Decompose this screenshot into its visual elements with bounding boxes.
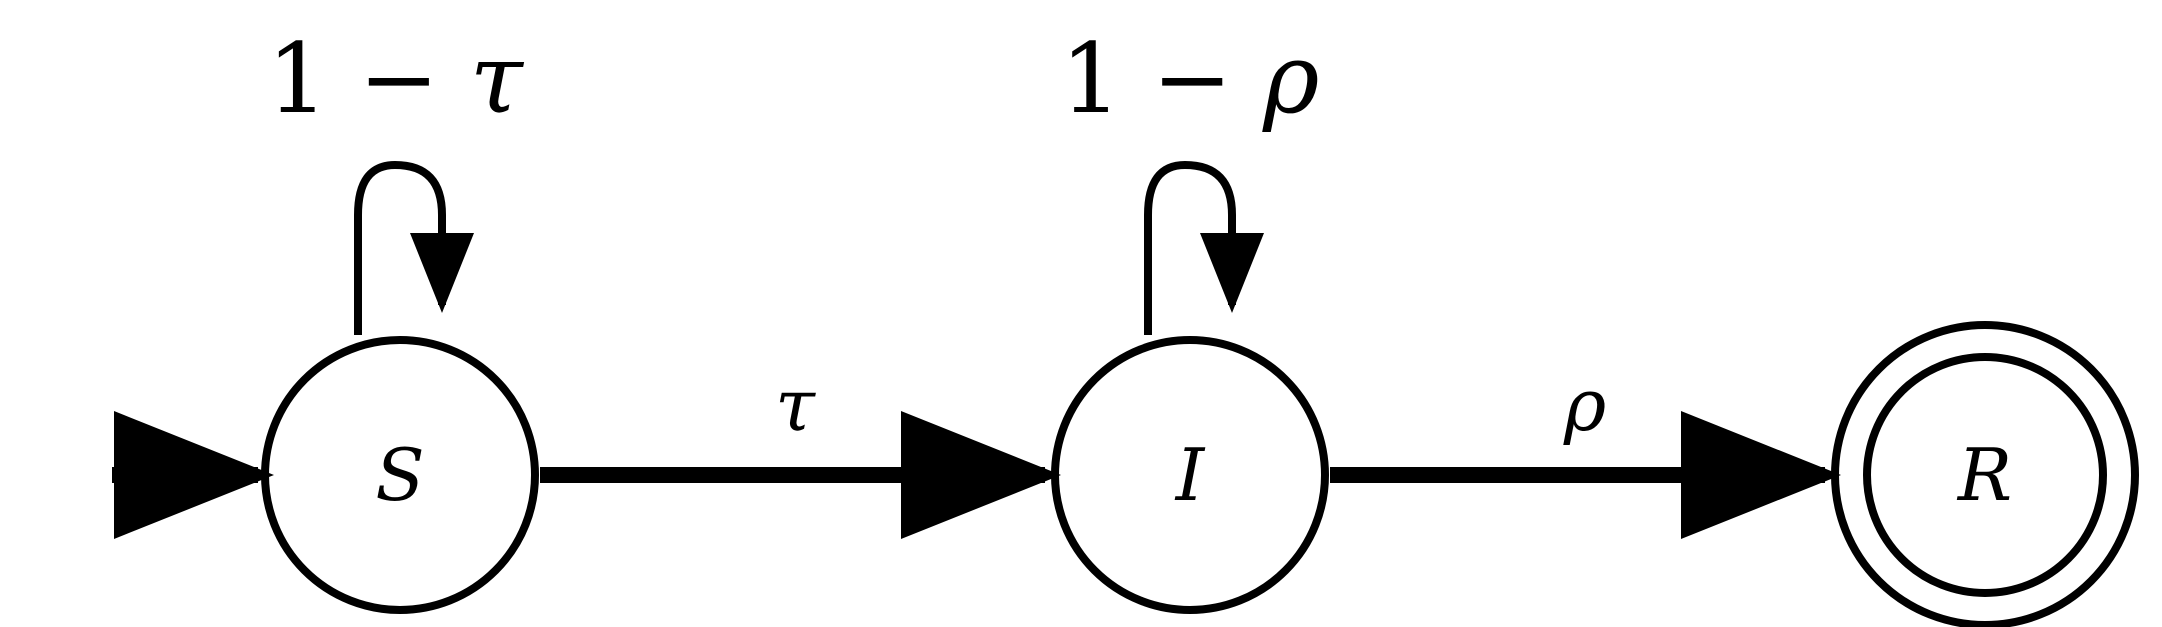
state-r-outer-circle <box>1831 321 2139 627</box>
state-r-inner-circle <box>1863 353 2107 597</box>
state-s-circle <box>261 336 539 614</box>
state-r: R <box>1831 321 2139 627</box>
self-loop-i <box>1144 160 1264 335</box>
loop-label-s-symbol: τ <box>470 23 525 135</box>
state-i-label: I <box>1174 433 1206 517</box>
loop-label-i: 1 − ρ <box>1061 23 1320 135</box>
edge-label-i-to-r: ρ <box>1563 363 1606 447</box>
loop-label-s: 1 − τ <box>267 23 525 135</box>
state-r-label: R <box>1956 433 2012 517</box>
state-i-circle <box>1051 336 1329 614</box>
self-loop-s <box>354 160 474 335</box>
edge-label-s-to-i: τ <box>775 363 816 447</box>
loop-label-i-symbol: ρ <box>1262 23 1319 135</box>
loop-label-s-prefix: 1 − <box>267 23 470 135</box>
state-s-label: S <box>375 433 424 517</box>
state-i: I <box>1051 336 1329 614</box>
loop-label-i-prefix: 1 − <box>1061 23 1264 135</box>
state-s: S <box>261 336 539 614</box>
